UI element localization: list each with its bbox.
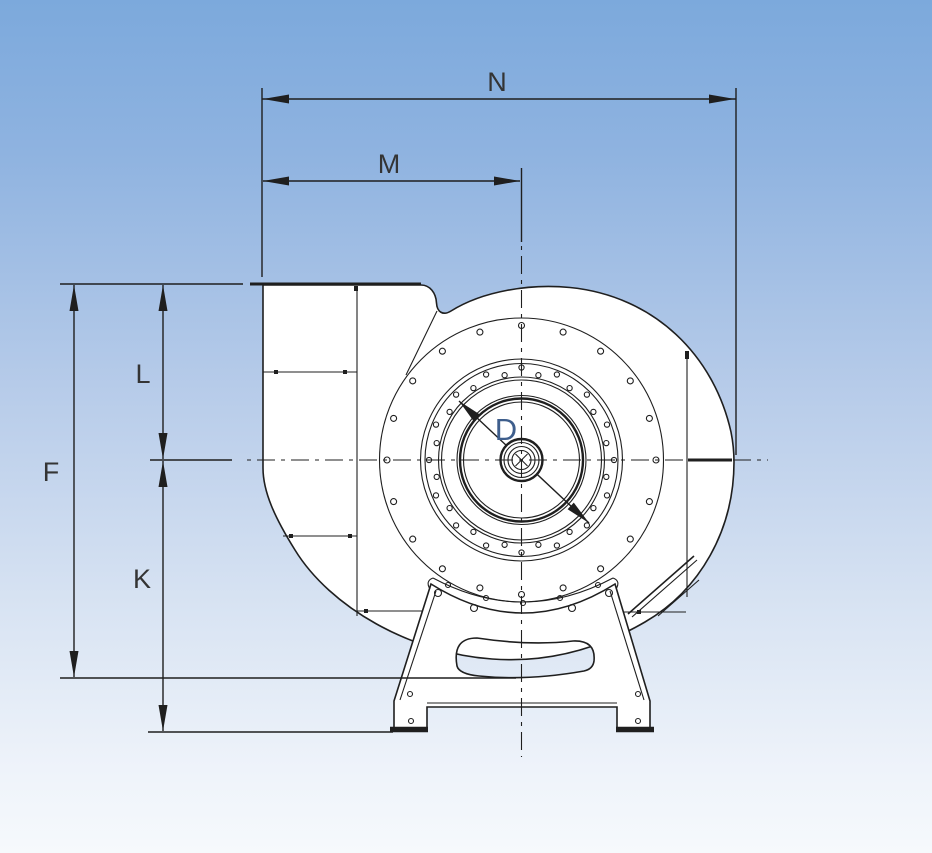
centerlines bbox=[247, 246, 768, 757]
dimension-k: K bbox=[133, 461, 168, 731]
pedestal-left-fold bbox=[399, 590, 437, 701]
dimension-label-k: K bbox=[133, 564, 151, 594]
dimension-label-m: M bbox=[378, 149, 401, 179]
saddle-strap-edge bbox=[432, 577, 614, 603]
dimensions: N M L F K D bbox=[43, 67, 737, 733]
saddle-strap-cap-right bbox=[612, 577, 619, 590]
dimension-l: L bbox=[135, 285, 168, 459]
pedestal-support bbox=[390, 577, 654, 733]
dimension-label-d: D bbox=[495, 412, 517, 447]
volute-tongue-line bbox=[405, 310, 438, 376]
fan-scroll-housing bbox=[250, 282, 735, 661]
d-arrowhead-lower bbox=[567, 502, 589, 523]
saddle-strap-cap-left bbox=[427, 577, 434, 590]
dimension-label-f: F bbox=[43, 457, 60, 487]
dimension-n: N bbox=[262, 67, 736, 104]
d-arrowhead-upper bbox=[459, 401, 480, 421]
brace-diagonal-1 bbox=[627, 555, 695, 615]
pedestal-body bbox=[393, 582, 651, 731]
dimension-f: F bbox=[43, 285, 79, 677]
brace-diagonal-3 bbox=[657, 579, 700, 617]
dimension-m: M bbox=[263, 149, 520, 186]
brace-diagonal-2 bbox=[631, 559, 698, 618]
dimension-label-n: N bbox=[487, 67, 507, 97]
dimension-label-l: L bbox=[135, 359, 150, 389]
pedestal-right-fold bbox=[609, 590, 645, 701]
